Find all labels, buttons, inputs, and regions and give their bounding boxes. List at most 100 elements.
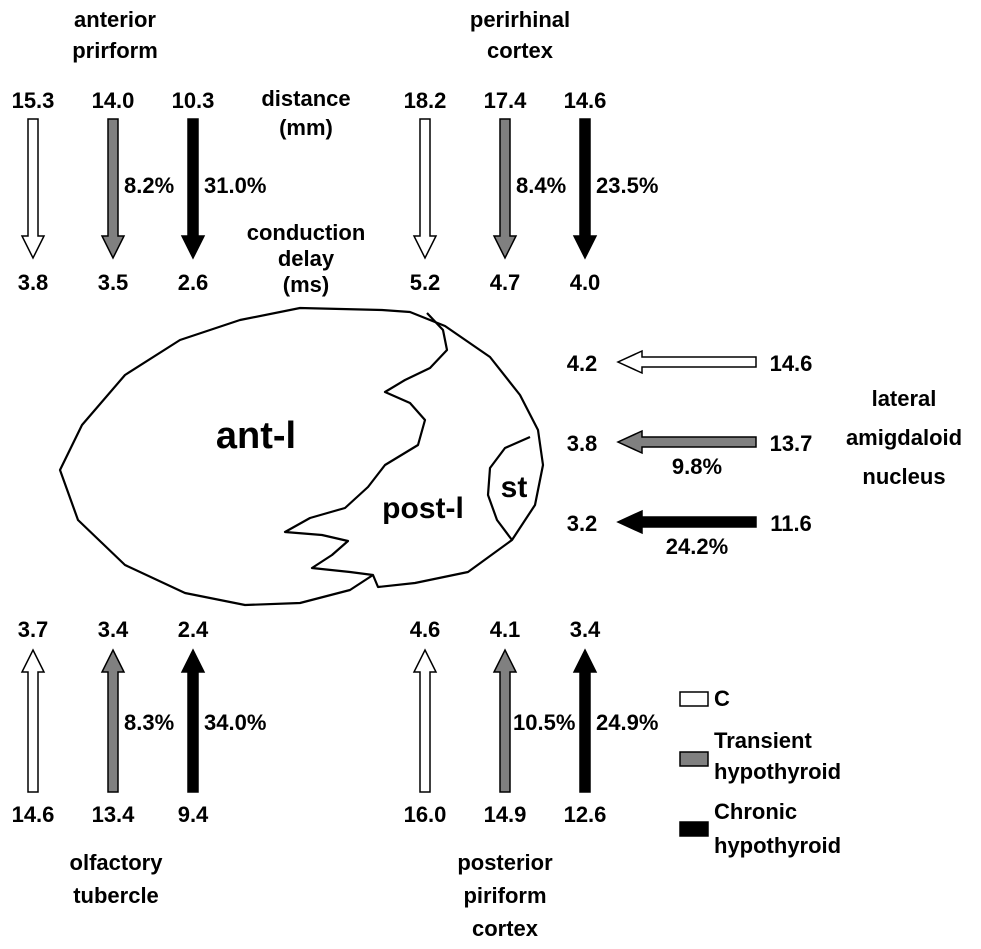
- region-olfactory-tubercle-line1: olfactory: [70, 850, 164, 875]
- subregion-ant-l-label: ant-l: [216, 415, 296, 457]
- chronic-down-arrow: [180, 118, 206, 260]
- distance-value: 13.7: [770, 431, 813, 456]
- reduction-percent: 24.2%: [666, 534, 728, 559]
- reduction-percent: 31.0%: [204, 173, 266, 198]
- delay-value: 4.2: [567, 351, 598, 376]
- legend-transient-swatch: [679, 751, 709, 767]
- region-lateral-amygdaloid: lateral amigdaloid nucleus: [846, 386, 962, 489]
- subregion-post-l-label: post-l: [382, 492, 464, 525]
- transient-down-arrow: [492, 118, 518, 260]
- distance-value: 10.3: [172, 88, 215, 113]
- chronic-down-arrow: [572, 118, 598, 260]
- reduction-percent: 8.2%: [124, 173, 174, 198]
- transient-left-arrow: [616, 429, 757, 455]
- control-down-arrow: [412, 118, 438, 260]
- region-anterior-piriform-line1: anterior: [74, 7, 156, 32]
- reduction-percent: 23.5%: [596, 173, 658, 198]
- conduction-delay-label-line1: conduction: [247, 220, 366, 245]
- pathway-anterior-piriform: 15.3 14.0 10.3 8.2% 31.0% 3.8 3.5 2.6: [12, 88, 267, 295]
- control-up-arrow: [412, 648, 438, 793]
- distance-value: 14.9: [484, 802, 527, 827]
- delay-value: 3.8: [18, 270, 49, 295]
- region-posterior-piriform-line3: cortex: [472, 916, 539, 941]
- distance-value: 11.6: [770, 511, 812, 536]
- control-down-arrow: [20, 118, 46, 260]
- conduction-delay-label: conduction delay (ms): [247, 220, 366, 297]
- delay-value: 3.8: [567, 431, 598, 456]
- region-lateral-amygdaloid-line1: lateral: [872, 386, 937, 411]
- region-anterior-piriform: anterior prirform: [72, 7, 158, 63]
- delay-value: 2.6: [178, 270, 209, 295]
- distance-label-line2: (mm): [279, 115, 333, 140]
- distance-value: 17.4: [484, 88, 528, 113]
- region-lateral-amygdaloid-line2: amigdaloid: [846, 425, 962, 450]
- distance-value: 13.4: [92, 802, 136, 827]
- distance-value: 12.6: [564, 802, 607, 827]
- delay-value: 5.2: [410, 270, 441, 295]
- transient-up-arrow: [100, 648, 126, 793]
- region-perirhinal-line2: cortex: [487, 38, 554, 63]
- pathway-perirhinal: 18.2 17.4 14.6 8.4% 23.5% 5.2 4.7 4.0: [404, 88, 659, 295]
- delay-value: 3.4: [570, 617, 601, 642]
- distance-value: 16.0: [404, 802, 447, 827]
- region-lateral-amygdaloid-line3: nucleus: [862, 464, 945, 489]
- legend-chronic-label-line2: hypothyroid: [714, 833, 841, 858]
- reduction-percent: 24.9%: [596, 710, 658, 735]
- chronic-up-arrow: [572, 648, 598, 793]
- legend-transient-label-line1: Transient: [714, 728, 812, 753]
- distance-label: distance (mm): [261, 86, 350, 140]
- distance-label-line1: distance: [261, 86, 350, 111]
- legend-control-swatch: [679, 691, 709, 707]
- distance-value: 14.0: [92, 88, 135, 113]
- distance-value: 18.2: [404, 88, 447, 113]
- control-left-arrow: [616, 349, 757, 375]
- legend-control-label: C: [714, 686, 730, 711]
- region-olfactory-tubercle-line2: tubercle: [73, 883, 159, 908]
- legend-chronic-label-line1: Chronic: [714, 799, 797, 824]
- pathway-lateral-amygdaloid: 4.2 3.8 3.2 9.8% 24.2% 14.6 13.7 11.6: [567, 349, 813, 559]
- delay-value: 4.6: [410, 617, 441, 642]
- ant-post-boundary: [283, 312, 449, 577]
- legend-transient-label-line2: hypothyroid: [714, 759, 841, 784]
- amygdala-outer-contour: [58, 306, 545, 607]
- legend: C Transient hypothyroid Chronic hypothyr…: [679, 686, 841, 858]
- chronic-left-arrow: [616, 509, 757, 535]
- delay-value: 3.5: [98, 270, 129, 295]
- delay-value: 3.2: [567, 511, 598, 536]
- st-boundary: [486, 435, 531, 541]
- distance-value: 9.4: [178, 802, 209, 827]
- reduction-percent: 8.4%: [516, 173, 566, 198]
- region-posterior-piriform-line2: piriform: [463, 883, 546, 908]
- distance-value: 14.6: [12, 802, 55, 827]
- reduction-percent: 9.8%: [672, 454, 722, 479]
- region-anterior-piriform-line2: prirform: [72, 38, 158, 63]
- transient-down-arrow: [100, 118, 126, 260]
- chronic-up-arrow: [180, 648, 206, 793]
- conduction-delay-label-line2: delay: [278, 246, 335, 271]
- distance-value: 14.6: [770, 351, 813, 376]
- legend-chronic-swatch: [679, 821, 709, 837]
- pathway-posterior-piriform: 4.6 4.1 3.4 10.5% 24.9% 16.0 14.9 12.6: [404, 617, 659, 827]
- reduction-percent: 34.0%: [204, 710, 266, 735]
- delay-value: 3.4: [98, 617, 129, 642]
- region-olfactory-tubercle: olfactory tubercle: [70, 850, 164, 908]
- region-perirhinal: perirhinal cortex: [470, 7, 570, 63]
- delay-value: 4.1: [490, 617, 521, 642]
- delay-value: 2.4: [178, 617, 209, 642]
- distance-value: 14.6: [564, 88, 607, 113]
- distance-value: 15.3: [12, 88, 55, 113]
- delay-value: 3.7: [18, 617, 49, 642]
- region-posterior-piriform: posterior piriform cortex: [457, 850, 553, 941]
- conduction-delay-label-line3: (ms): [283, 272, 329, 297]
- reduction-percent: 10.5%: [513, 710, 575, 735]
- subregion-st-label: st: [501, 471, 528, 504]
- transient-up-arrow: [492, 648, 518, 793]
- pathway-olfactory-tubercle: 3.7 3.4 2.4 8.3% 34.0% 14.6 13.4 9.4: [12, 617, 267, 827]
- reduction-percent: 8.3%: [124, 710, 174, 735]
- delay-value: 4.0: [570, 270, 601, 295]
- region-perirhinal-line1: perirhinal: [470, 7, 570, 32]
- control-up-arrow: [20, 648, 46, 793]
- amygdala-outline: [58, 306, 545, 607]
- delay-value: 4.7: [490, 270, 521, 295]
